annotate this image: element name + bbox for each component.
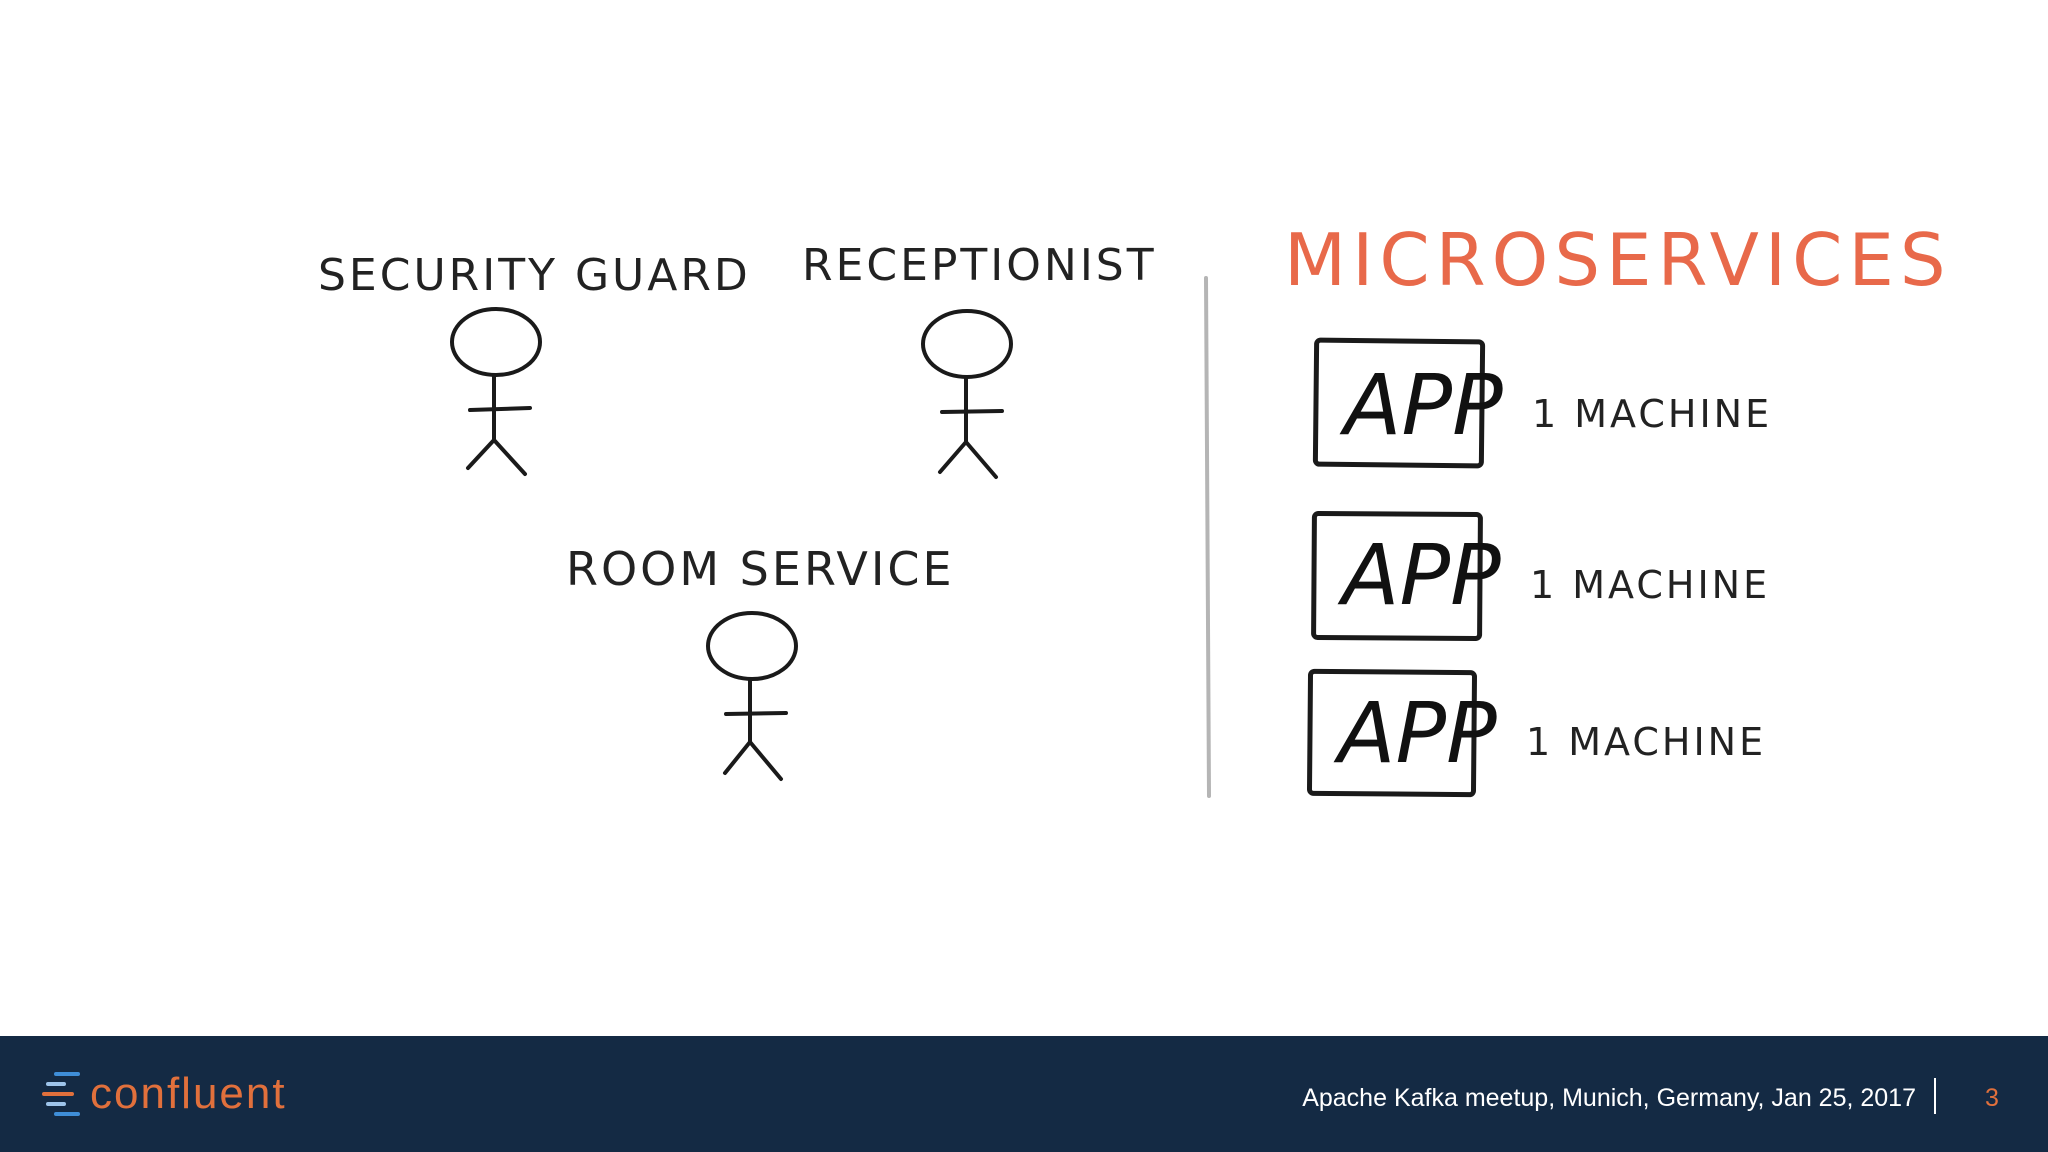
role-room-service: ROOM SERVICE <box>566 542 955 781</box>
footer-divider <box>1934 1078 1936 1114</box>
machine-label: 1 MACHINE <box>1532 392 1772 436</box>
logo-wordmark: confluent <box>90 1069 287 1118</box>
diagram-svg: SECURITY GUARD RECEPTIONIST ROOM SERVICE <box>318 218 1952 798</box>
app-label: APP <box>1337 526 1501 624</box>
app-label: APP <box>1339 356 1503 454</box>
separator-line <box>1204 276 1211 798</box>
stick-figure-icon <box>921 309 1013 479</box>
role-security-guard: SECURITY GUARD <box>318 250 751 476</box>
role-label-room-service: ROOM SERVICE <box>566 542 955 596</box>
event-caption: Apache Kafka meetup, Munich, Germany, Ja… <box>1302 1084 1916 1112</box>
app-label: APP <box>1333 684 1497 782</box>
role-receptionist: RECEPTIONIST <box>802 240 1157 479</box>
app-row: APP 1 MACHINE <box>1312 337 1772 469</box>
logo-mark-icon <box>42 1072 80 1116</box>
app-box <box>1312 337 1486 469</box>
machine-label: 1 MACHINE <box>1530 563 1770 607</box>
slide-canvas: SECURITY GUARD RECEPTIONIST ROOM SERVICE <box>318 218 1952 798</box>
app-row: APP 1 MACHINE <box>1311 510 1770 642</box>
stick-figure-icon <box>450 307 542 476</box>
app-box <box>1307 668 1477 798</box>
footer-bar: confluent Apache Kafka meetup, Munich, G… <box>0 1036 2048 1152</box>
role-label-receptionist: RECEPTIONIST <box>802 240 1157 291</box>
stick-figure-icon <box>706 611 798 781</box>
machine-label: 1 MACHINE <box>1526 720 1766 764</box>
microservices-title: MICROSERVICES <box>1284 218 1952 302</box>
role-label-security-guard: SECURITY GUARD <box>318 250 751 301</box>
confluent-logo: confluent <box>42 1066 287 1122</box>
app-box <box>1311 510 1483 642</box>
app-row: APP 1 MACHINE <box>1307 668 1766 798</box>
page-number: 3 <box>1985 1084 1999 1112</box>
